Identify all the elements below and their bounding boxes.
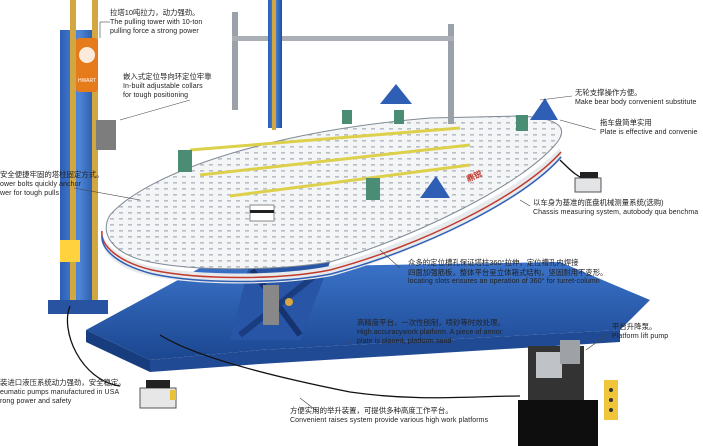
callout-lift-en-line1: Convenient raises system provide various… xyxy=(290,416,489,424)
machine-base xyxy=(86,262,650,372)
callout-platform: 高精度平台，一次性刨制，喷砂等时效处理。 High accuracywork p… xyxy=(357,318,505,347)
callout-pulling-tower-en-line1: The pulling tower with 10-ton xyxy=(110,18,203,26)
callout-air-pump-en-line1: eumatic pumps manufactured in USA xyxy=(0,388,120,396)
measuring-stand xyxy=(249,204,275,222)
platform-lift-pump xyxy=(518,340,618,446)
callout-lift-pump: 平台升降泵。 Platform lift pump xyxy=(612,322,668,341)
callout-measuring-en-line1: Chassis measuring system, autobody qua b… xyxy=(533,208,699,216)
callout-wheels: 无轮支撑操作方便。 Make bear body convenient subs… xyxy=(575,88,697,107)
callout-collars-cn: 嵌入式定位导向环定位牢靠 xyxy=(123,72,212,81)
callout-lift-pump-cn: 平台升降泵。 xyxy=(612,322,657,331)
callout-pulling-tower-en-line2: pulling force a strong power xyxy=(110,28,199,36)
callout-air-pump-cn: 装进口液压系统动力强劲，安全稳定。 xyxy=(0,378,126,387)
brand-badge xyxy=(76,38,98,92)
callout-bolts: 安全便捷牢固的塔柱固定方式。 ower bolts quickly anchor… xyxy=(0,170,103,199)
callout-pulling-tower: 拉塔10吨拉力，动力强劲。 The pulling tower with 10-… xyxy=(110,8,202,37)
wheel-support-stands xyxy=(380,84,558,198)
callout-tray-cn: 拖车盘简单实用 xyxy=(600,118,652,127)
callout-bolts-en-line1: ower bolts quickly anchor xyxy=(0,180,82,188)
callout-lift-cn: 方便实用的举升装置，可提供多种高度工作平台。 xyxy=(290,406,453,415)
callout-lift: 方便实用的举升装置，可提供多种高度工作平台。 Convenient raises… xyxy=(290,406,488,425)
callout-air-pump: 装进口液压系统动力强劲，安全稳定。 eumatic pumps manufact… xyxy=(0,378,126,407)
callout-tray-en-line1: Plate is effective and convenie xyxy=(600,128,698,136)
callout-lift-pump-en-line1: Platform lift pump xyxy=(612,332,669,340)
callout-slots: 众多的定位槽孔保证塔柱360°拉伸，定位槽孔内焊接 四面加强筋板，整体平台呈立体… xyxy=(408,258,608,287)
brand-badge-label: HWART xyxy=(78,78,96,84)
callout-measuring: 以车身为基准的底盘机械测量系统(选购) Chassis measuring sy… xyxy=(533,198,698,217)
platform-fixtures xyxy=(178,110,528,200)
callout-collars-en-line1: In-built adjustable collars xyxy=(123,82,203,90)
callout-slots-cn-line2: 四面加强筋板，整体平台呈立体箱式结构，坚固耐用不变形。 xyxy=(408,267,608,277)
callout-wheels-en-line1: Make bear body convenient substitute xyxy=(575,98,697,106)
callout-pulling-tower-cn: 拉塔10吨拉力，动力强劲。 xyxy=(110,8,200,17)
air-hydraulic-pump xyxy=(139,380,177,409)
callout-slots-cn-line1: 众多的定位槽孔保证塔柱360°拉伸，定位槽孔内焊接 xyxy=(408,258,579,267)
callout-platform-cn: 高精度平台，一次性刨制，喷砂等时效处理。 xyxy=(357,318,505,327)
callout-tray: 拖车盘简单实用 Plate is effective and convenie xyxy=(600,118,698,137)
callout-collars: 嵌入式定位导向环定位牢靠 In-built adjustable collars… xyxy=(123,72,212,101)
rear-gantry-tower xyxy=(232,0,454,130)
hydraulic-hose xyxy=(66,305,521,399)
callout-bolts-en-line2: wer for tough pulls xyxy=(0,190,60,198)
callout-bolts-cn: 安全便捷牢固的塔柱固定方式。 xyxy=(0,170,104,179)
callout-wheels-cn: 无轮支撑操作方便。 xyxy=(575,88,642,97)
work-platform xyxy=(100,115,562,284)
callout-leader-lines xyxy=(73,21,609,413)
callout-slots-en-line1: locating slots ensures an operation of 3… xyxy=(408,278,600,286)
callout-air-pump-en-line2: rong power and safety xyxy=(0,398,72,406)
callout-platform-en-line1: High accuracywork platform. A piece of a… xyxy=(357,328,503,336)
hand-pump-right xyxy=(574,172,602,193)
callout-collars-en-line2: for tough positioning xyxy=(123,92,189,100)
callout-platform-en-line2: plate is planed, platform sand xyxy=(357,338,452,346)
callout-measuring-cn: 以车身为基准的底盘机械测量系统(选购) xyxy=(533,198,664,207)
